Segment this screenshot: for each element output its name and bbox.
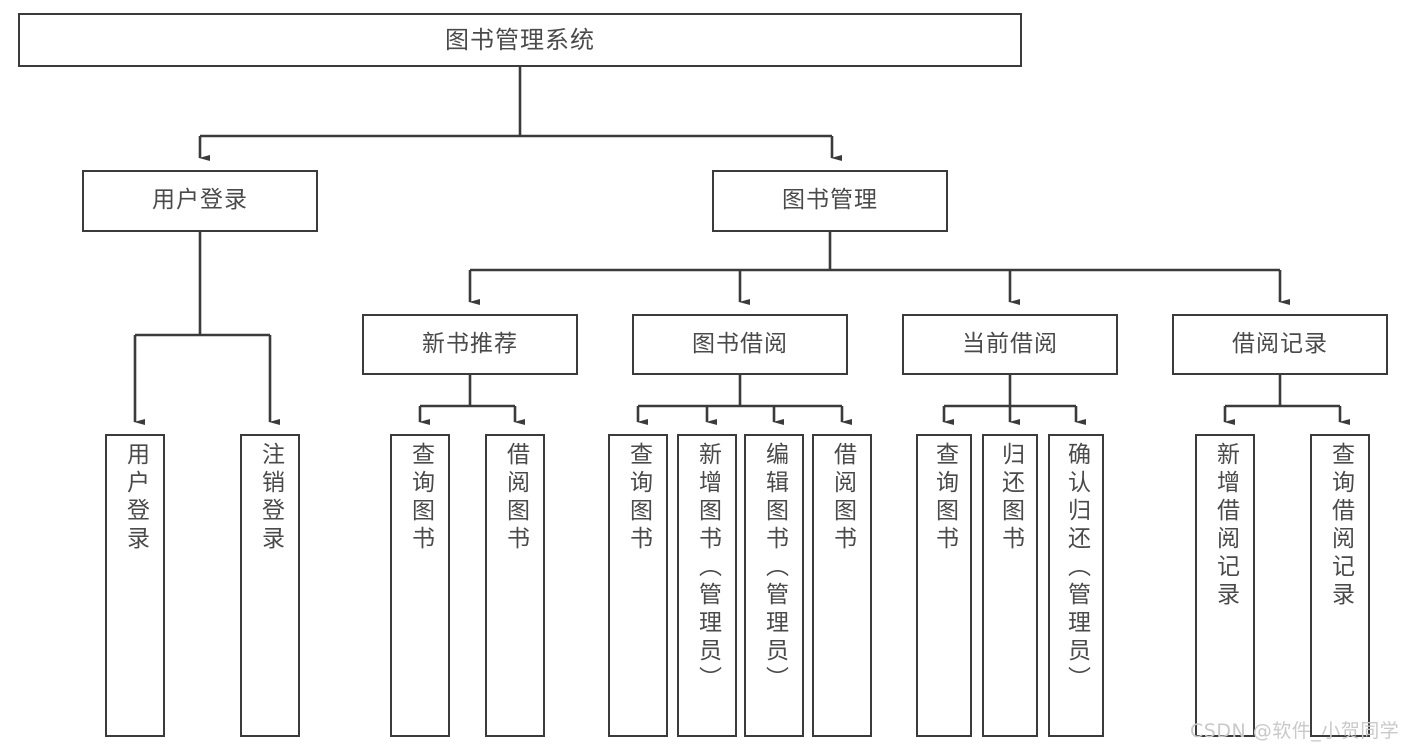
node-root[interactable]: 图书管理系统 xyxy=(18,13,1022,67)
node-leaf-query-book-cur-label: 查询图书 xyxy=(931,442,958,554)
node-user-login[interactable]: 用户登录 xyxy=(82,170,318,232)
node-leaf-confirm-return-label: 确认归还（管理员） xyxy=(1063,442,1090,694)
node-leaf-edit-book[interactable]: 编辑图书（管理员） xyxy=(744,434,804,737)
node-leaf-confirm-return[interactable]: 确认归还（管理员） xyxy=(1048,434,1104,737)
node-leaf-add-book-label: 新增图书（管理员） xyxy=(694,442,721,694)
node-leaf-user-login[interactable]: 用户登录 xyxy=(105,434,165,737)
node-leaf-borrow-book[interactable]: 借阅图书 xyxy=(812,434,872,737)
node-book-borrow-label: 图书借阅 xyxy=(692,330,788,357)
node-leaf-return-book[interactable]: 归还图书 xyxy=(982,434,1038,737)
node-leaf-add-book[interactable]: 新增图书（管理员） xyxy=(677,434,737,737)
node-current-borrow-label: 当前借阅 xyxy=(962,330,1058,357)
node-leaf-query-book-rec-label: 查询图书 xyxy=(407,442,434,554)
node-leaf-return-book-label: 归还图书 xyxy=(997,442,1024,554)
node-borrow-record-label: 借阅记录 xyxy=(1232,330,1328,357)
node-leaf-edit-book-label: 编辑图书（管理员） xyxy=(761,442,788,694)
csdn-watermark: CSDN @软件_小贺同学 xyxy=(1190,720,1400,742)
node-leaf-user-logout[interactable]: 注销登录 xyxy=(240,434,300,737)
node-new-book-recommend-label: 新书推荐 xyxy=(422,330,518,357)
node-leaf-query-book-cur[interactable]: 查询图书 xyxy=(916,434,972,737)
node-leaf-user-login-label: 用户登录 xyxy=(122,442,149,554)
node-root-label: 图书管理系统 xyxy=(445,25,595,54)
node-leaf-query-book-borrow-label: 查询图书 xyxy=(625,442,652,554)
node-leaf-query-book-borrow[interactable]: 查询图书 xyxy=(608,434,668,737)
node-borrow-record[interactable]: 借阅记录 xyxy=(1172,314,1388,375)
node-leaf-borrow-book-rec[interactable]: 借阅图书 xyxy=(485,434,545,737)
node-leaf-borrow-book-label: 借阅图书 xyxy=(829,442,856,554)
node-book-borrow[interactable]: 图书借阅 xyxy=(632,314,848,375)
node-leaf-add-borrow-record[interactable]: 新增借阅记录 xyxy=(1195,434,1255,737)
node-new-book-recommend[interactable]: 新书推荐 xyxy=(362,314,578,375)
node-leaf-borrow-book-rec-label: 借阅图书 xyxy=(502,442,529,554)
node-leaf-add-borrow-record-label: 新增借阅记录 xyxy=(1212,442,1239,610)
node-book-manage-label: 图书管理 xyxy=(782,187,878,214)
node-leaf-user-logout-label: 注销登录 xyxy=(257,442,284,554)
node-user-login-label: 用户登录 xyxy=(152,187,248,214)
node-leaf-query-borrow-record-label: 查询借阅记录 xyxy=(1327,442,1354,610)
node-leaf-query-borrow-record[interactable]: 查询借阅记录 xyxy=(1310,434,1370,737)
node-current-borrow[interactable]: 当前借阅 xyxy=(902,314,1118,375)
node-book-manage[interactable]: 图书管理 xyxy=(712,170,948,232)
node-leaf-query-book-rec[interactable]: 查询图书 xyxy=(390,434,450,737)
